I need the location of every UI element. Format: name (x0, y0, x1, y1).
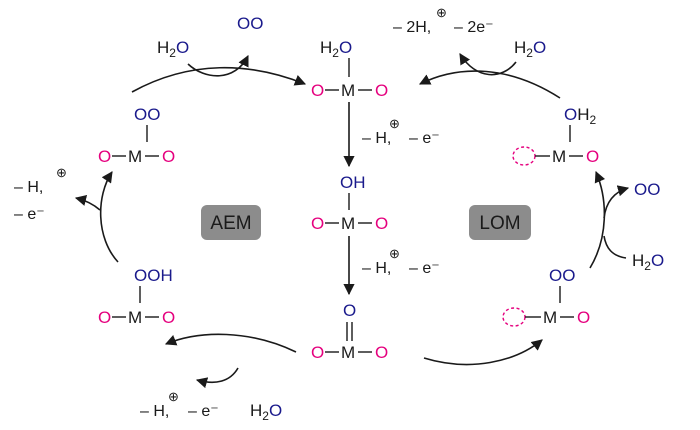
proton-loss-label: – H, (14, 179, 43, 196)
arrow-oo-release-right (603, 185, 630, 219)
oxygen-left: O (311, 81, 324, 100)
aem-hydroperoxo-species: OOH O M O (98, 266, 175, 327)
lom-badge-bg (469, 205, 531, 240)
oxygen-left: O (311, 214, 324, 233)
plus-charge: ⊕ (56, 165, 67, 180)
oxygen-left: O (98, 308, 111, 327)
oxygen-right: O (162, 308, 175, 327)
electron-loss-label: – e⁻ (188, 403, 219, 420)
proton-loss-label: – H, (140, 403, 169, 420)
step-label-top-right: – 2H, ⊕ – 2e⁻ (393, 5, 494, 36)
proton-loss-label: – H, (362, 130, 391, 147)
center-water-label: H2O (320, 38, 352, 60)
plus-charge: ⊕ (389, 246, 400, 261)
oo-released-top-left: OO (237, 14, 263, 33)
water-in-top-right: H2O (514, 38, 546, 60)
metal-center: M (341, 214, 355, 233)
plus-charge: ⊕ (389, 116, 400, 131)
oxygen-left: O (311, 343, 324, 362)
lom-label: LOM (479, 213, 520, 234)
aem-peroxo-species: OO O M O (98, 105, 175, 166)
oxygen-vacancy (502, 307, 526, 327)
oh2-label: OH2 (564, 105, 597, 127)
water-in-right: H2O (632, 251, 664, 273)
oxygen-right: O (586, 147, 599, 166)
water-in-top-left: H2O (157, 38, 189, 60)
step-label-2: – H, ⊕ – e⁻ (362, 246, 440, 277)
metal-center: M (552, 147, 566, 166)
metal-center: M (543, 308, 557, 327)
step-label-1: – H, ⊕ – e⁻ (362, 116, 440, 147)
arrow-lom-water-to-center (418, 70, 561, 99)
two-proton-loss-label: – 2H, (393, 19, 431, 36)
arrow-oxo-to-hydroperoxo (164, 333, 297, 353)
oo-released-right: OO (634, 180, 660, 199)
hydroxyl-label: OH (340, 173, 366, 192)
electron-loss-label: – e⁻ (409, 260, 440, 277)
arrow-proton-electron-release-bottom (195, 367, 239, 389)
oo-label: OO (549, 266, 575, 285)
lom-water-vacancy-species: OH2 M O (512, 105, 599, 166)
oxo-oxygen: O (343, 301, 356, 320)
proton-loss-label: – H, (362, 260, 391, 277)
electron-loss-label: – e⁻ (409, 130, 440, 147)
aem-badge-bg (201, 205, 261, 240)
metal-center: M (341, 81, 355, 100)
arrow-proton-electron-release-left (74, 195, 101, 211)
oo-label: OO (134, 105, 160, 124)
oxygen-right: O (162, 147, 175, 166)
arrow-oxo-to-lom-oo (423, 339, 543, 366)
aem-badge: AEM (201, 205, 261, 240)
metal-center: M (341, 343, 355, 362)
arrow-lom-oo-to-water (589, 170, 606, 269)
arrow-water-in-right (603, 235, 627, 259)
oxygen-right: O (375, 81, 388, 100)
ooh-label: OOH (134, 266, 173, 285)
lom-badge: LOM (469, 205, 531, 240)
electron-loss-label: – e⁻ (14, 206, 45, 223)
arrow-proton-electron-release-top-right (459, 53, 517, 76)
plus-charge: ⊕ (436, 5, 447, 20)
arrow-oo-release-top-left (187, 54, 249, 77)
oxygen-right: O (375, 343, 388, 362)
center-hydroxyl-species: OH O M O (311, 173, 388, 233)
oxygen-vacancy (512, 146, 536, 166)
center-oxo-species: O O M O (311, 301, 388, 362)
center-water-adsorbed-species: H2O O M O (311, 38, 388, 100)
metal-center: M (128, 308, 142, 327)
two-electron-loss-label: – 2e⁻ (454, 19, 494, 36)
step-label-bottom: – H, ⊕ – e⁻ (140, 389, 219, 420)
aem-label: AEM (210, 213, 251, 234)
arrow-hydroperoxo-to-peroxo (99, 171, 119, 263)
lom-oo-vacancy-species: OO M O (502, 266, 590, 327)
metal-center: M (128, 147, 142, 166)
arrow-peroxo-to-water-adsorbed (131, 66, 307, 93)
oxygen-right: O (375, 214, 388, 233)
plus-charge: ⊕ (168, 389, 179, 404)
oxygen-left: O (98, 147, 111, 166)
water-in-bottom: H2O (250, 401, 282, 423)
oxygen-right: O (577, 308, 590, 327)
step-label-left: – H, ⊕ – e⁻ (14, 165, 67, 223)
